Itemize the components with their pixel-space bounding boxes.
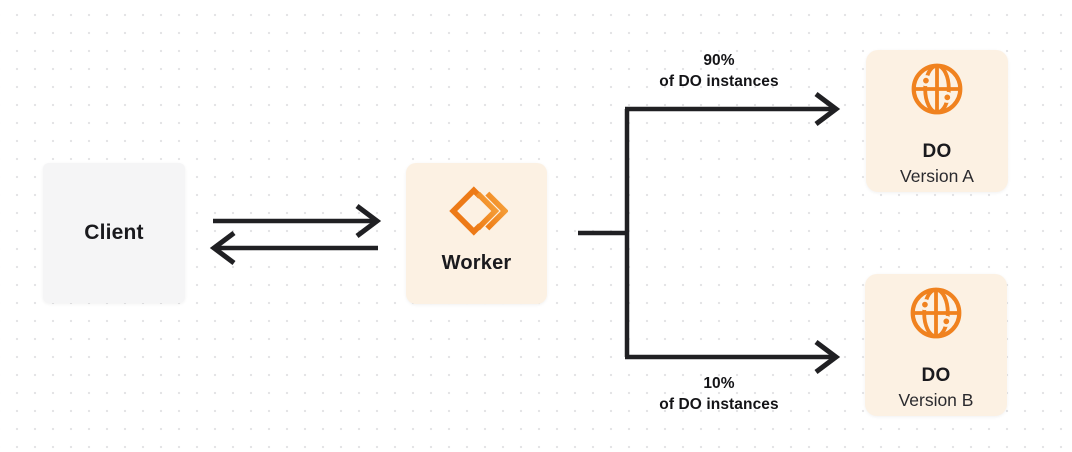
do-version-a-node: DO Version A — [866, 50, 1008, 192]
worker-to-client-arrow — [209, 231, 378, 265]
do-b-title: DO — [921, 365, 951, 386]
arrowhead-to-do-b — [814, 340, 841, 374]
branch-percent: 90% — [703, 52, 735, 69]
worker-split-connector — [578, 92, 841, 374]
branch-caption: of DO instances — [659, 73, 779, 90]
do-b-subtitle: Version B — [898, 390, 974, 410]
branch-percent: 10% — [703, 375, 735, 392]
worker-label: Worker — [441, 252, 512, 274]
branch-caption: of DO instances — [659, 396, 779, 413]
branch-label-10-percent: 10% of DO instances — [619, 373, 819, 415]
do-a-title: DO — [922, 141, 952, 162]
cloudflare-workers-icon — [446, 184, 508, 238]
client-to-worker-arrow — [213, 204, 382, 238]
arrowhead-to-do-a — [814, 92, 841, 126]
durable-object-globe-icon — [908, 60, 966, 118]
durable-object-globe-icon — [907, 284, 965, 342]
client-label: Client — [84, 221, 144, 244]
client-node: Client — [43, 163, 185, 303]
branch-label-90-percent: 90% of DO instances — [619, 50, 819, 92]
do-a-subtitle: Version A — [900, 166, 974, 186]
do-version-b-node: DO Version B — [865, 274, 1007, 416]
worker-node: Worker — [406, 163, 547, 304]
